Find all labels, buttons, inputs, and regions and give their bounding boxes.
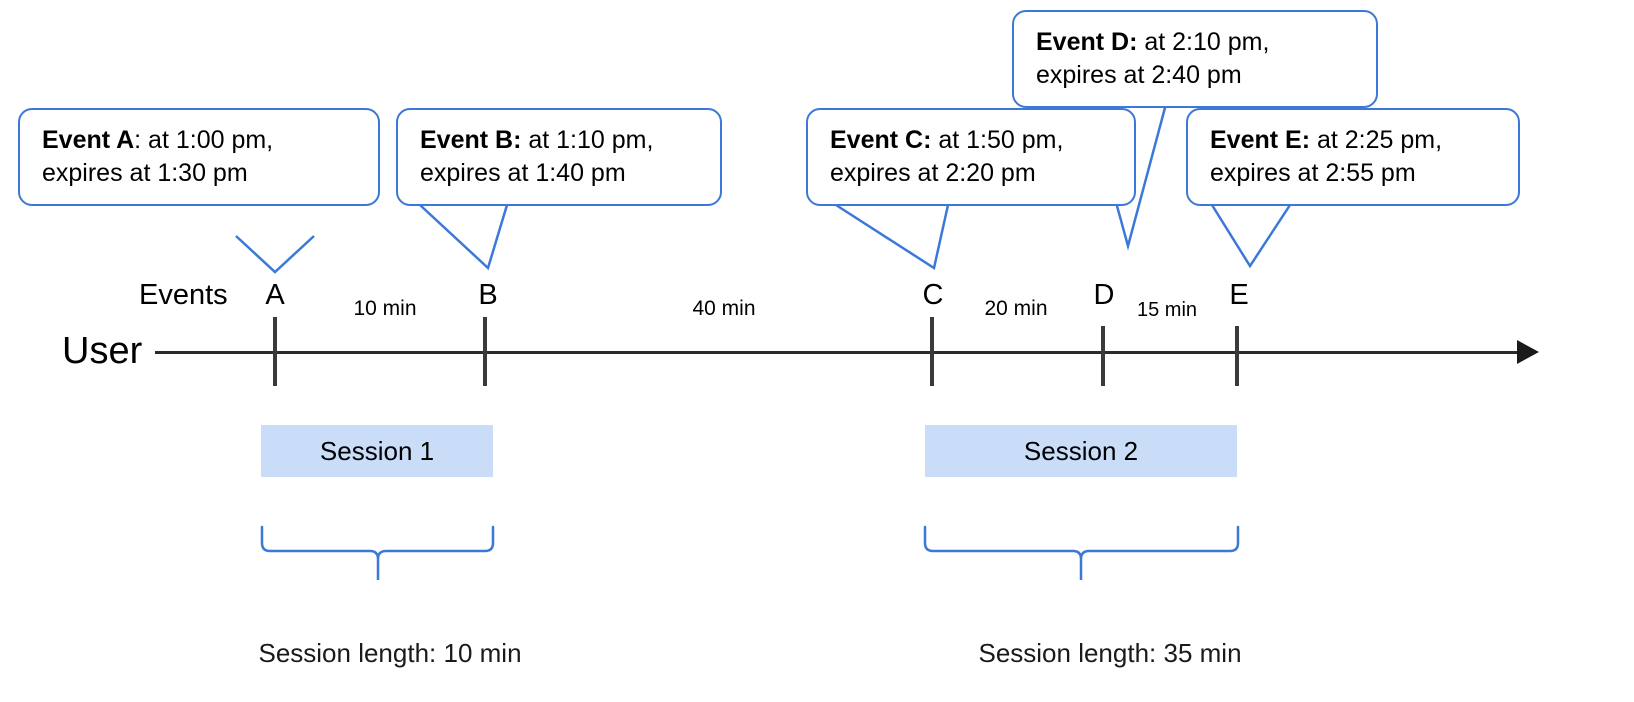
callout-a-title: Event A <box>42 126 135 154</box>
brace-session-2 <box>923 525 1240 580</box>
event-letter-e: E <box>1229 279 1249 311</box>
callout-e-line2: expires at 2:55 pm <box>1210 159 1416 187</box>
callout-tail-a <box>235 235 315 274</box>
callout-c-line2: expires at 2:20 pm <box>830 159 1036 187</box>
callout-e-line1: at 2:25 pm, <box>1310 126 1443 154</box>
gap-label-ab: 10 min <box>353 297 417 320</box>
callout-b-line1: at 1:10 pm, <box>521 126 654 154</box>
callout-event-d[interactable]: Event D: at 2:10 pm, expires at 2:40 pm <box>1012 10 1378 108</box>
callout-c-line1: at 1:50 pm, <box>931 126 1064 154</box>
session-bar-1-label: Session 1 <box>319 435 435 466</box>
user-row-label: User <box>62 330 143 372</box>
timeline-axis <box>155 351 1523 354</box>
callout-a-sep: : <box>134 126 142 154</box>
event-tick-d[interactable] <box>1101 326 1105 386</box>
callout-tail-b <box>419 204 509 271</box>
callout-d-title: Event D: <box>1036 28 1138 56</box>
callout-c-title: Event C: <box>830 126 932 154</box>
callout-event-c[interactable]: Event C: at 1:50 pm, expires at 2:20 pm <box>806 108 1136 206</box>
session-bar-2[interactable]: Session 2 <box>925 425 1237 477</box>
callout-d-line2: expires at 2:40 pm <box>1036 61 1242 89</box>
callout-tail-e <box>1210 204 1292 269</box>
callout-e-title: Event E: <box>1210 126 1311 154</box>
callout-a-line1: at 1:00 pm, <box>141 126 274 154</box>
callout-event-e[interactable]: Event E: at 2:25 pm, expires at 2:55 pm <box>1186 108 1520 206</box>
event-tick-c[interactable] <box>930 317 934 386</box>
event-letter-b: B <box>478 279 498 311</box>
event-letter-c: C <box>922 279 944 311</box>
session-bar-2-label: Session 2 <box>1023 435 1139 466</box>
event-tick-a[interactable] <box>273 317 277 386</box>
callout-a-line2: expires at 1:30 pm <box>42 159 248 187</box>
gap-label-cd: 20 min <box>984 297 1048 320</box>
session-bar-1[interactable]: Session 1 <box>261 425 493 477</box>
timeline-arrow-icon <box>1517 340 1539 364</box>
callout-b-line2: expires at 1:40 pm <box>420 159 626 187</box>
events-row-label: Events <box>139 279 228 311</box>
event-letter-d: D <box>1093 279 1115 311</box>
gap-label-bc: 40 min <box>692 297 756 320</box>
brace-session-1 <box>260 525 495 580</box>
event-letter-a: A <box>265 279 285 311</box>
callout-b-title: Event B: <box>420 126 522 154</box>
callout-tail-c <box>835 203 950 271</box>
callout-event-a[interactable]: Event A: at 1:00 pm, expires at 1:30 pm <box>18 108 380 206</box>
session-length-1: Session length: 10 min <box>258 638 522 668</box>
callout-event-b[interactable]: Event B: at 1:10 pm, expires at 1:40 pm <box>396 108 722 206</box>
event-tick-b[interactable] <box>483 317 487 386</box>
event-tick-e[interactable] <box>1235 326 1239 386</box>
callout-d-line1: at 2:10 pm, <box>1137 28 1270 56</box>
session-length-2: Session length: 35 min <box>978 638 1242 668</box>
gap-label-de: 15 min <box>1136 299 1198 321</box>
